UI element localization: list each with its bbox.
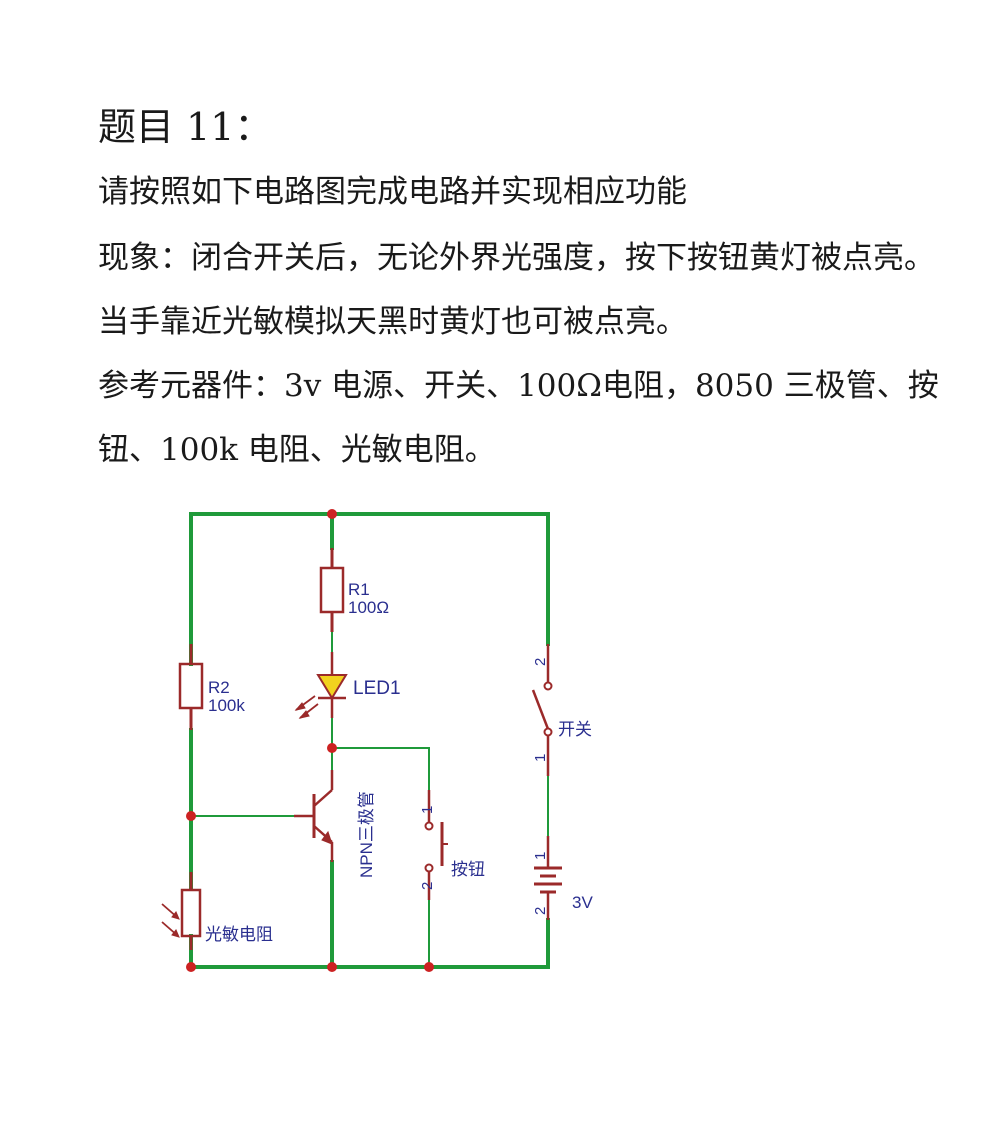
phenomenon-text: 现象：闭合开关后，无论外界光强度，按下按钮黄灯被点亮。: [98, 240, 935, 276]
button-name: 按钮: [451, 860, 485, 879]
junction-node: [327, 962, 337, 972]
button-pin-top: 1: [419, 806, 436, 814]
switch-pin-top: 2: [532, 658, 549, 666]
junction-node: [424, 962, 434, 972]
led-icon: [294, 652, 348, 719]
transistor-name: NPN三极管: [357, 791, 376, 878]
push-button-icon: [424, 790, 448, 900]
button-pin-bottom: 2: [419, 882, 436, 890]
parts-text-1: 参考元器件：3v 电源、开关、100Ω电阻，8050 三极管、按: [98, 368, 939, 404]
resistor-r2: [178, 644, 204, 730]
phenomenon-text-2: 当手靠近光敏模拟天黑时黄灯也可被点亮。: [98, 304, 687, 340]
junction-node: [327, 743, 337, 753]
battery-icon: [534, 836, 562, 920]
r1-name: R1: [348, 580, 370, 599]
instruction-text: 请按照如下电路图完成电路并实现相应功能: [98, 174, 687, 210]
switch-icon: [531, 644, 553, 776]
switch-name: 开关: [558, 720, 592, 739]
r2-value: 100k: [208, 696, 245, 715]
resistor-r1: [319, 548, 345, 632]
r1-value: 100Ω: [348, 598, 389, 617]
junction-nodes: [186, 509, 434, 972]
junction-node: [186, 811, 196, 821]
question-title: 题目 11：: [98, 105, 273, 149]
battery-pin-top: 1: [532, 852, 549, 860]
junction-node: [327, 509, 337, 519]
battery-pin-bottom: 2: [532, 907, 549, 915]
battery-name: 3V: [572, 893, 593, 912]
switch-pin-bottom: 1: [532, 754, 549, 762]
parts-text-2: 钮、100k 电阻、光敏电阻。: [98, 432, 496, 468]
photoresistor-icon: [161, 872, 202, 950]
junction-node: [186, 962, 196, 972]
photoresistor-name: 光敏电阻: [205, 925, 273, 944]
wires: [189, 512, 550, 969]
led-name: LED1: [353, 678, 401, 699]
r2-name: R2: [208, 678, 230, 697]
transistor-icon: [294, 770, 334, 862]
